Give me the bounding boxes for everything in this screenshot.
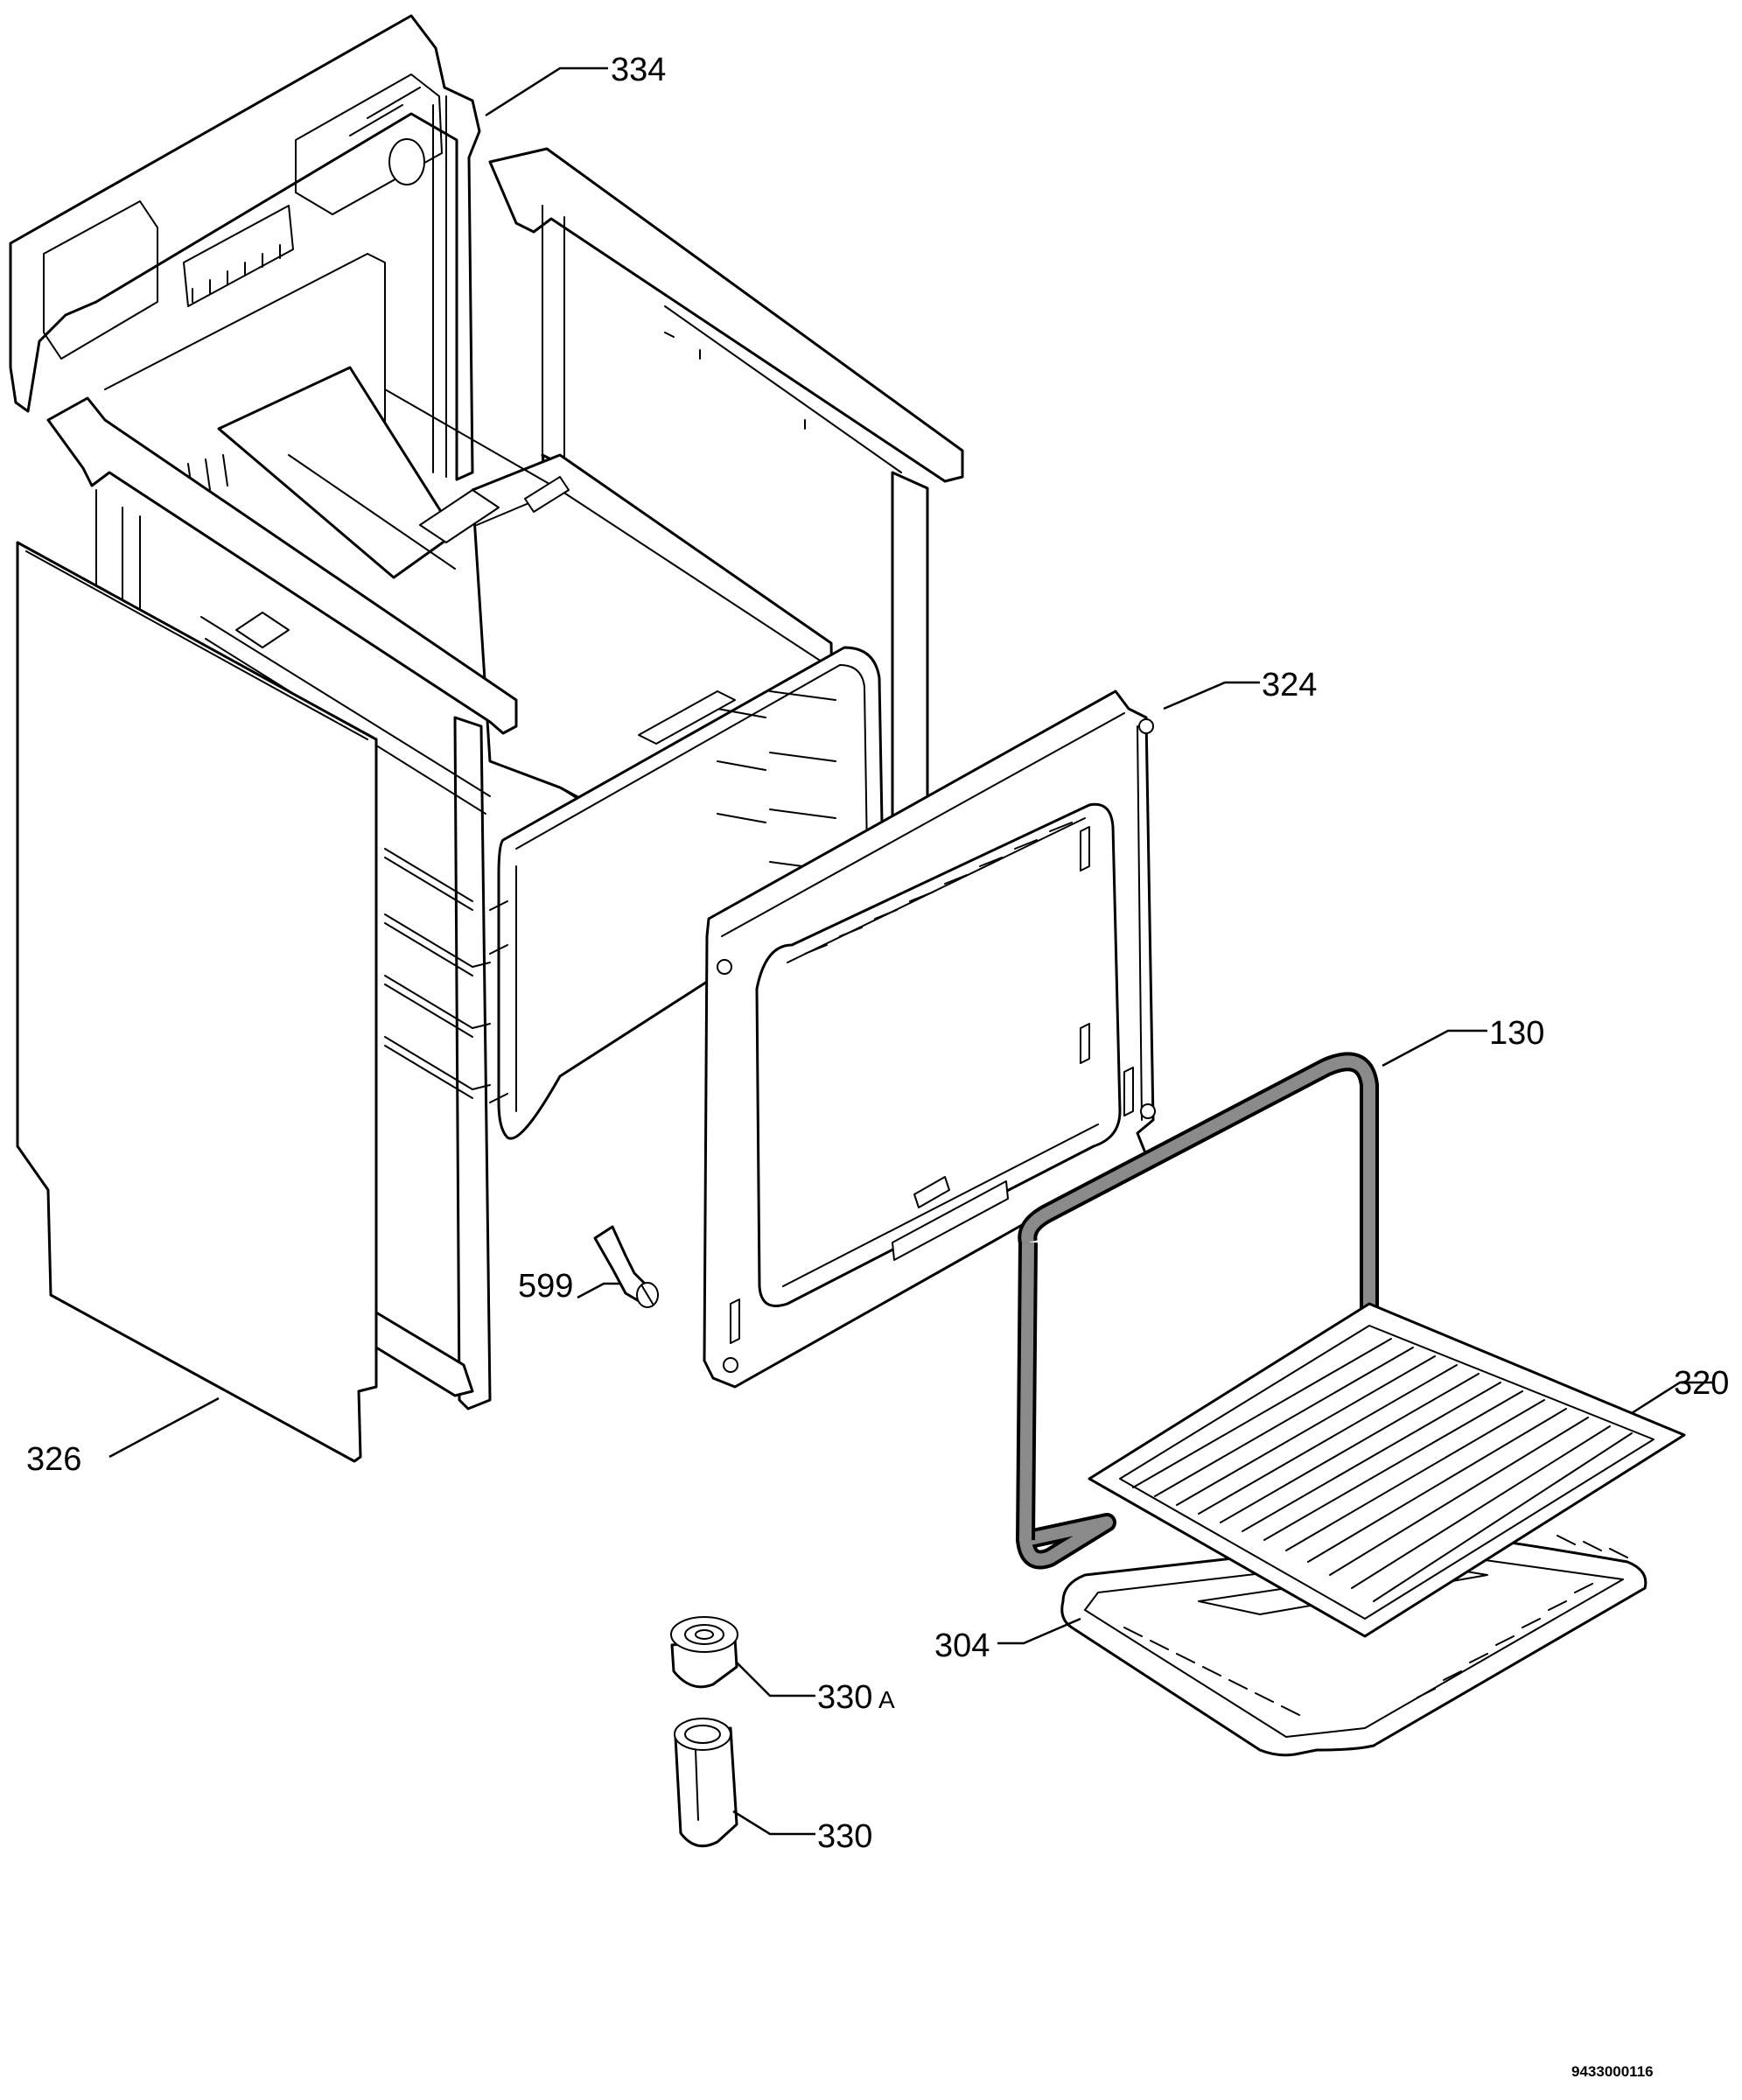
foot-330 — [674, 1718, 738, 1848]
callout-324: 324 — [1262, 667, 1317, 704]
callout-330: 330 — [817, 1818, 872, 1855]
door-gasket-130 — [1016, 1052, 1379, 1570]
leader-lines — [108, 66, 1713, 1836]
diagram-reference-number: 9433000116 — [1571, 2063, 1654, 2080]
callout-330a-suffix: A — [878, 1686, 895, 1713]
left-frame — [46, 396, 518, 1410]
wire-shelf-320 — [1088, 1302, 1686, 1638]
foot-330a — [670, 1616, 738, 1689]
callout-599: 599 — [518, 1268, 573, 1305]
back-panel-334 — [9, 14, 481, 535]
clip-599 — [593, 1225, 659, 1308]
callout-130: 130 — [1489, 1015, 1544, 1052]
callout-326: 326 — [26, 1441, 81, 1478]
cavity-front-frame — [489, 646, 885, 1140]
callout-330a: 330 — [817, 1679, 872, 1716]
baking-tray-304 — [1060, 1533, 1648, 1757]
callout-304: 304 — [934, 1628, 990, 1664]
side-panel-326 — [16, 541, 378, 1463]
callout-320: 320 — [1674, 1365, 1729, 1402]
callout-334: 334 — [611, 52, 666, 88]
